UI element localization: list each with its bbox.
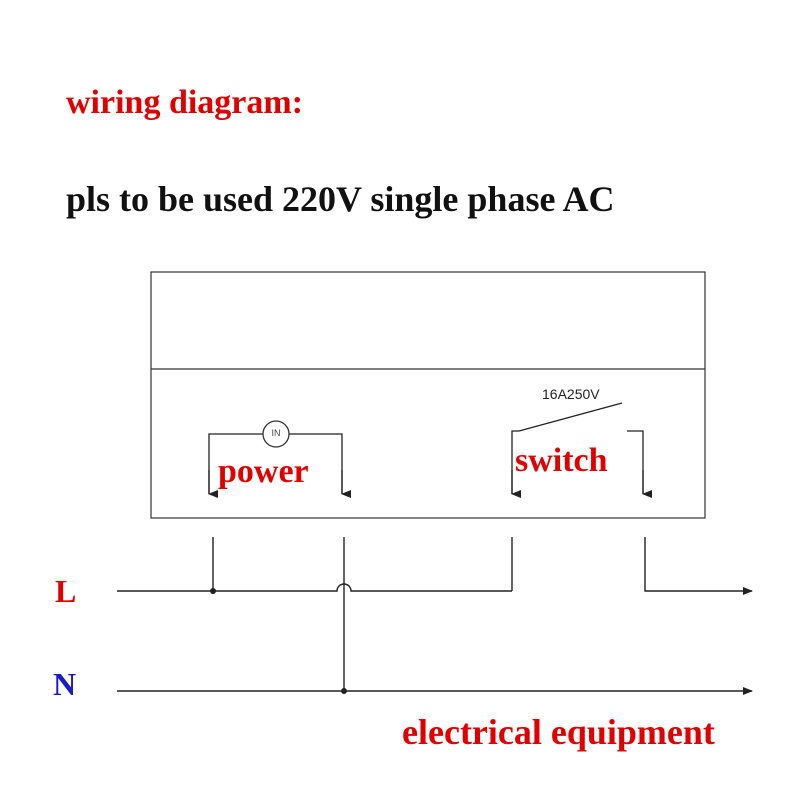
load-label: electrical equipment bbox=[402, 712, 715, 752]
power-circuit bbox=[208, 433, 351, 498]
diagram-title: wiring diagram: bbox=[66, 84, 304, 121]
indicator-label: IN bbox=[271, 428, 281, 438]
neutral-junction-dot bbox=[341, 688, 347, 694]
power-label: power bbox=[218, 453, 309, 490]
live-line-label: L bbox=[55, 573, 77, 609]
voltage-note: pls to be used 220V single phase AC bbox=[66, 179, 615, 219]
switch-circuit bbox=[511, 402, 652, 498]
device-enclosure bbox=[150, 271, 706, 519]
switch-label: switch bbox=[515, 442, 608, 479]
indicator-lamp-icon bbox=[262, 420, 290, 448]
live-junction-dot bbox=[210, 588, 216, 594]
switch-rating: 16A250V bbox=[542, 386, 600, 402]
neutral-line-label: N bbox=[53, 666, 77, 702]
external-wiring bbox=[117, 537, 753, 695]
